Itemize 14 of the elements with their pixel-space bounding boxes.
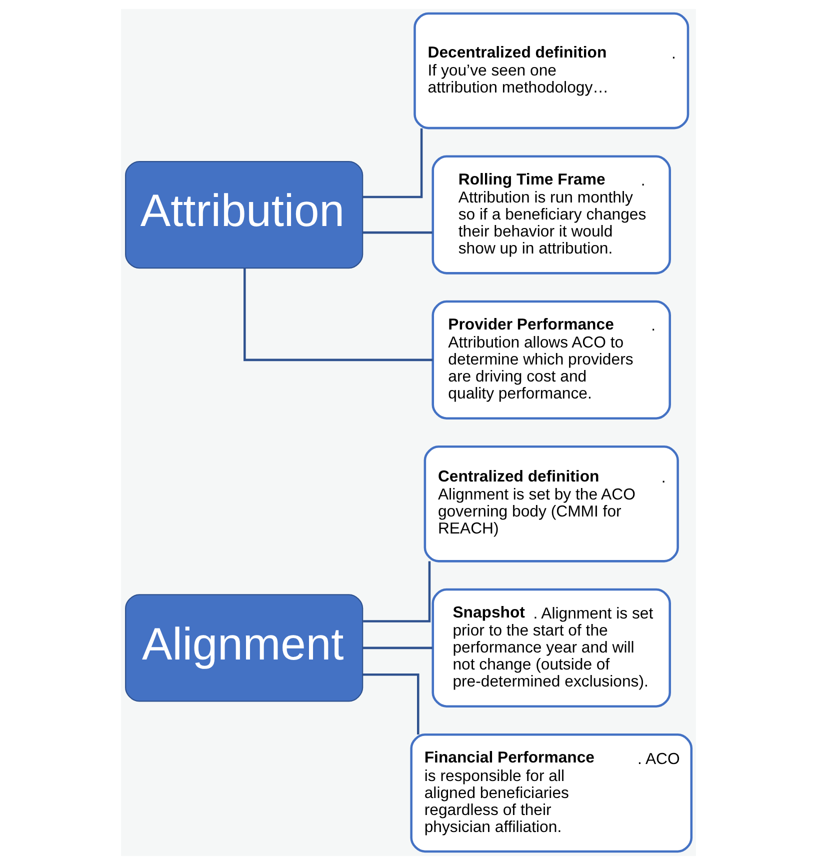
connector bbox=[362, 230, 432, 234]
node-box: Financial Performance. ACO is responsible for all aligned beneficiaries regardless of their physician affiliation. bbox=[410, 733, 693, 852]
node-box: Rolling Time Frame. Attribution is run monthly so if a beneficiary changes their behavior it would show up in attribution. bbox=[432, 154, 671, 274]
node-box: Attribution bbox=[125, 160, 364, 268]
node-box: Alignment bbox=[125, 594, 364, 702]
node-box: Snapshot. Alignment is set prior to the start of the performance year and will not change (outside of pre-determined exclusions). bbox=[432, 588, 671, 707]
connector bbox=[362, 672, 420, 734]
node-box: Centralized definition. Alignment is set by the ACO governing body (CMMI for REACH) bbox=[424, 445, 679, 562]
connector bbox=[244, 268, 433, 361]
node-box: Decentralized definition. If you’ve seen one attribution methodology… bbox=[414, 12, 690, 129]
connector bbox=[362, 646, 432, 649]
node-box: Provider Performance. Attribution allows ACO to determine which providers are driving cost and quality performance. bbox=[432, 300, 671, 419]
connector bbox=[362, 128, 423, 198]
connector bbox=[363, 560, 431, 622]
